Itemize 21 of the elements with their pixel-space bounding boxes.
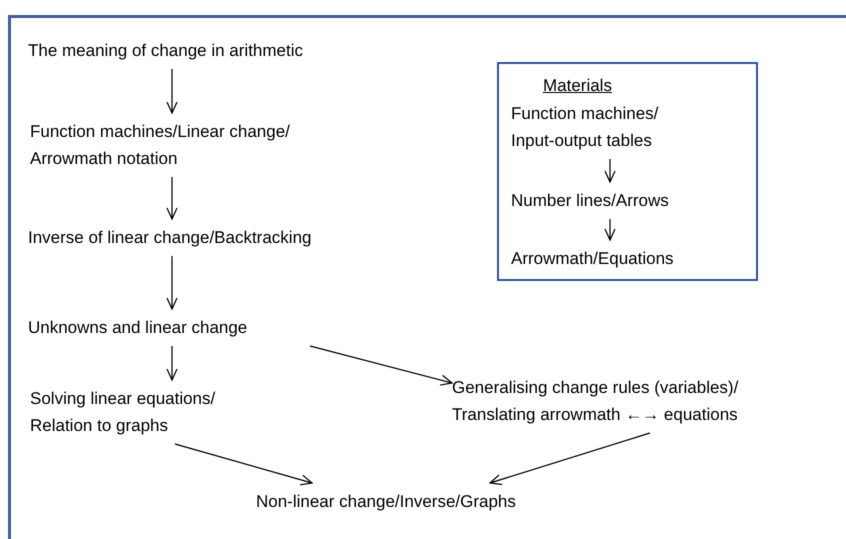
box-heading: Materials <box>543 75 612 97</box>
step-text: Non-linear change/Inverse/Graphs <box>256 483 576 520</box>
arrow <box>604 219 616 241</box>
materials-box <box>497 62 758 281</box>
step-text: Inverse of linear change/Backtracking <box>28 219 368 256</box>
arrow <box>310 345 453 386</box>
step-text: Function machines/ Input-output tables <box>511 95 691 159</box>
step-text: Arrowmath/Equations <box>511 240 721 277</box>
arrow <box>489 432 650 486</box>
step-text: Unknowns and linear change <box>28 309 288 346</box>
step-text: The meaning of change in arithmetic <box>28 32 368 69</box>
arrow <box>166 69 178 114</box>
arrow <box>166 177 178 220</box>
arrow <box>166 346 178 381</box>
arrow <box>174 443 313 486</box>
step-text: Function machines/Linear change/ Arrowmath notation <box>30 113 330 177</box>
arrow <box>166 256 178 310</box>
step-text: Solving linear equations/ Relation to graphs <box>30 380 280 444</box>
arrow <box>604 159 616 183</box>
step-text: Number lines/Arrows <box>511 182 711 219</box>
step-text: Generalising change rules (variables)/ Translating arrowmath ←→ equations <box>452 369 752 433</box>
